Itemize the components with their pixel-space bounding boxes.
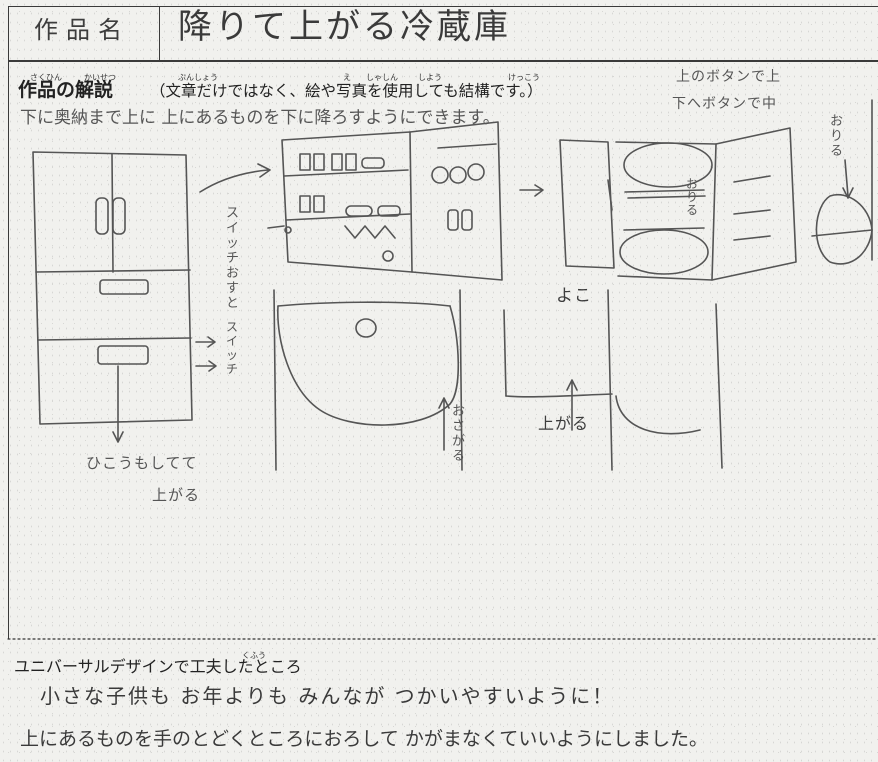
universal-ruby: くふう bbox=[242, 651, 266, 660]
author-label: 作品名 bbox=[34, 16, 130, 44]
universal-heading: ユニバーサルデザインで工夫したところ bbox=[14, 657, 302, 676]
hiku-label-2: 上がる bbox=[152, 486, 201, 504]
side-fridge-sketch bbox=[559, 127, 797, 281]
instr-ruby-3: しゃしん bbox=[366, 73, 398, 82]
description-instruction: （文章だけではなく、絵や写真を使用しても結構です。） bbox=[150, 82, 543, 100]
side-right-note: おりる bbox=[830, 114, 846, 159]
switch-note-text: スイッチおすと bbox=[226, 206, 241, 311]
universal-line-1: 小さな子供も お年よりも みんなが つかいやすいように！ bbox=[40, 684, 615, 708]
drawer-side-sketch bbox=[503, 289, 723, 471]
description-heading: 作品の解説 bbox=[18, 79, 114, 101]
arrow-1 bbox=[199, 163, 271, 193]
switch-note: スイッチおすと bbox=[226, 206, 242, 311]
work-title: 降りて上がる冷蔵庫 bbox=[178, 7, 511, 47]
push-arrows bbox=[195, 336, 217, 372]
side-right-note-text: おりる bbox=[830, 114, 845, 159]
mid-vertical-note-text: おりる bbox=[686, 177, 700, 217]
instr-ruby-1: ぶんしょう bbox=[178, 73, 218, 82]
push-note-text: スイッチ bbox=[226, 320, 240, 376]
instr-ruby-2: え bbox=[343, 73, 351, 82]
arrow-2 bbox=[519, 184, 544, 197]
heading-ruby-2: かいせつ bbox=[84, 73, 116, 82]
sagaru-note-text: おさがる bbox=[452, 404, 467, 464]
open-fridge-sketch bbox=[267, 121, 503, 281]
mid-vertical-note: おりる bbox=[686, 178, 700, 217]
yoko-label: よこ bbox=[556, 286, 592, 306]
sagaru-note: おさがる bbox=[452, 404, 468, 464]
agaru-label: 上がる bbox=[538, 414, 590, 433]
drawer-closeup-sketch bbox=[273, 289, 463, 471]
description-handwritten: 下に奥納まで上に 上にあるものを下に降ろすようにできます。 bbox=[20, 108, 500, 128]
note-top-right-2: 下へボタンで中 bbox=[672, 96, 777, 112]
fridge-front-sketch bbox=[32, 151, 193, 443]
note-top-right-1: 上のボタンで上 bbox=[676, 69, 781, 85]
title-frame bbox=[8, 6, 878, 61]
push-note: スイッチ bbox=[226, 320, 240, 376]
title-divider bbox=[159, 6, 160, 61]
instr-ruby-4: しよう bbox=[418, 73, 442, 82]
hiku-label: ひこうもしてて bbox=[86, 454, 198, 472]
instr-ruby-5: けっこう bbox=[508, 73, 540, 82]
partial-sketch-right bbox=[811, 99, 873, 265]
heading-ruby-1: さくひん bbox=[30, 73, 62, 82]
universal-line-2: 上にあるものを手のとどくところにおろして かがまなくていいようにしました。 bbox=[20, 728, 708, 750]
description-frame bbox=[8, 61, 878, 639]
